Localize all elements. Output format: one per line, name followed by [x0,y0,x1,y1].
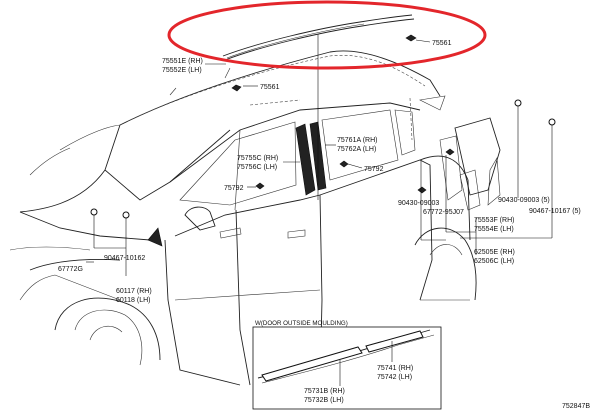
label-75741-rh: 75741 (RH) [377,365,413,372]
label-75756-lh: 75756C (LH) [237,164,277,171]
label-60117-rh: 60117 (RH) [116,288,152,295]
label-75731-rh: 75731B (RH) [304,388,345,395]
label-75561-top: 75561 [432,40,452,47]
label-75732-lh: 75732B (LH) [304,397,344,404]
part-number-labels: 75561 75551E (RH) 75552E (LH) 75561 7576… [58,40,590,410]
callout-leader-lines [86,39,553,276]
label-75762-lh: 75762A (LH) [337,146,376,153]
label-90467-10162: 90467-10162 [104,255,145,262]
label-75742-lh: 75742 (LH) [377,374,412,381]
label-90430-09003: 90430-09003 [398,200,439,207]
label-67772g: 67772G [58,266,83,273]
label-75792-left: 75792 [224,185,244,192]
label-75792-right: 75792 [364,166,384,173]
roof-moulding-part [222,14,415,200]
door-outside-moulding-inset [252,326,442,410]
label-75552-lh: 75552E (LH) [162,67,202,74]
label-75553-rh: 75553F (RH) [474,217,514,224]
label-75755-rh: 75755C (RH) [237,155,278,162]
diagram-code: 752847B [562,403,590,410]
label-62505-rh: 62505E (RH) [474,249,515,256]
label-75761-rh: 75761A (RH) [337,137,377,144]
label-62506-lh: 62506C (LH) [474,258,514,265]
label-60118-lh: 60118 (LH) [116,297,151,304]
vehicle-body-outline [9,50,501,386]
label-75561-lower: 75561 [260,84,280,91]
inset-title: W(DOOR OUTSIDE MOULDING) [255,320,348,327]
label-67772-95j07: 67772-95J07 [423,209,464,216]
label-75554-lh: 75554E (LH) [474,226,514,233]
highlight-ellipse [167,0,487,70]
label-90430-09003-5: 90430-09003 (5) [498,197,550,204]
label-90467-10167-5: 90467-10167 (5) [529,208,581,215]
label-75551-rh: 75551E (RH) [162,58,203,65]
